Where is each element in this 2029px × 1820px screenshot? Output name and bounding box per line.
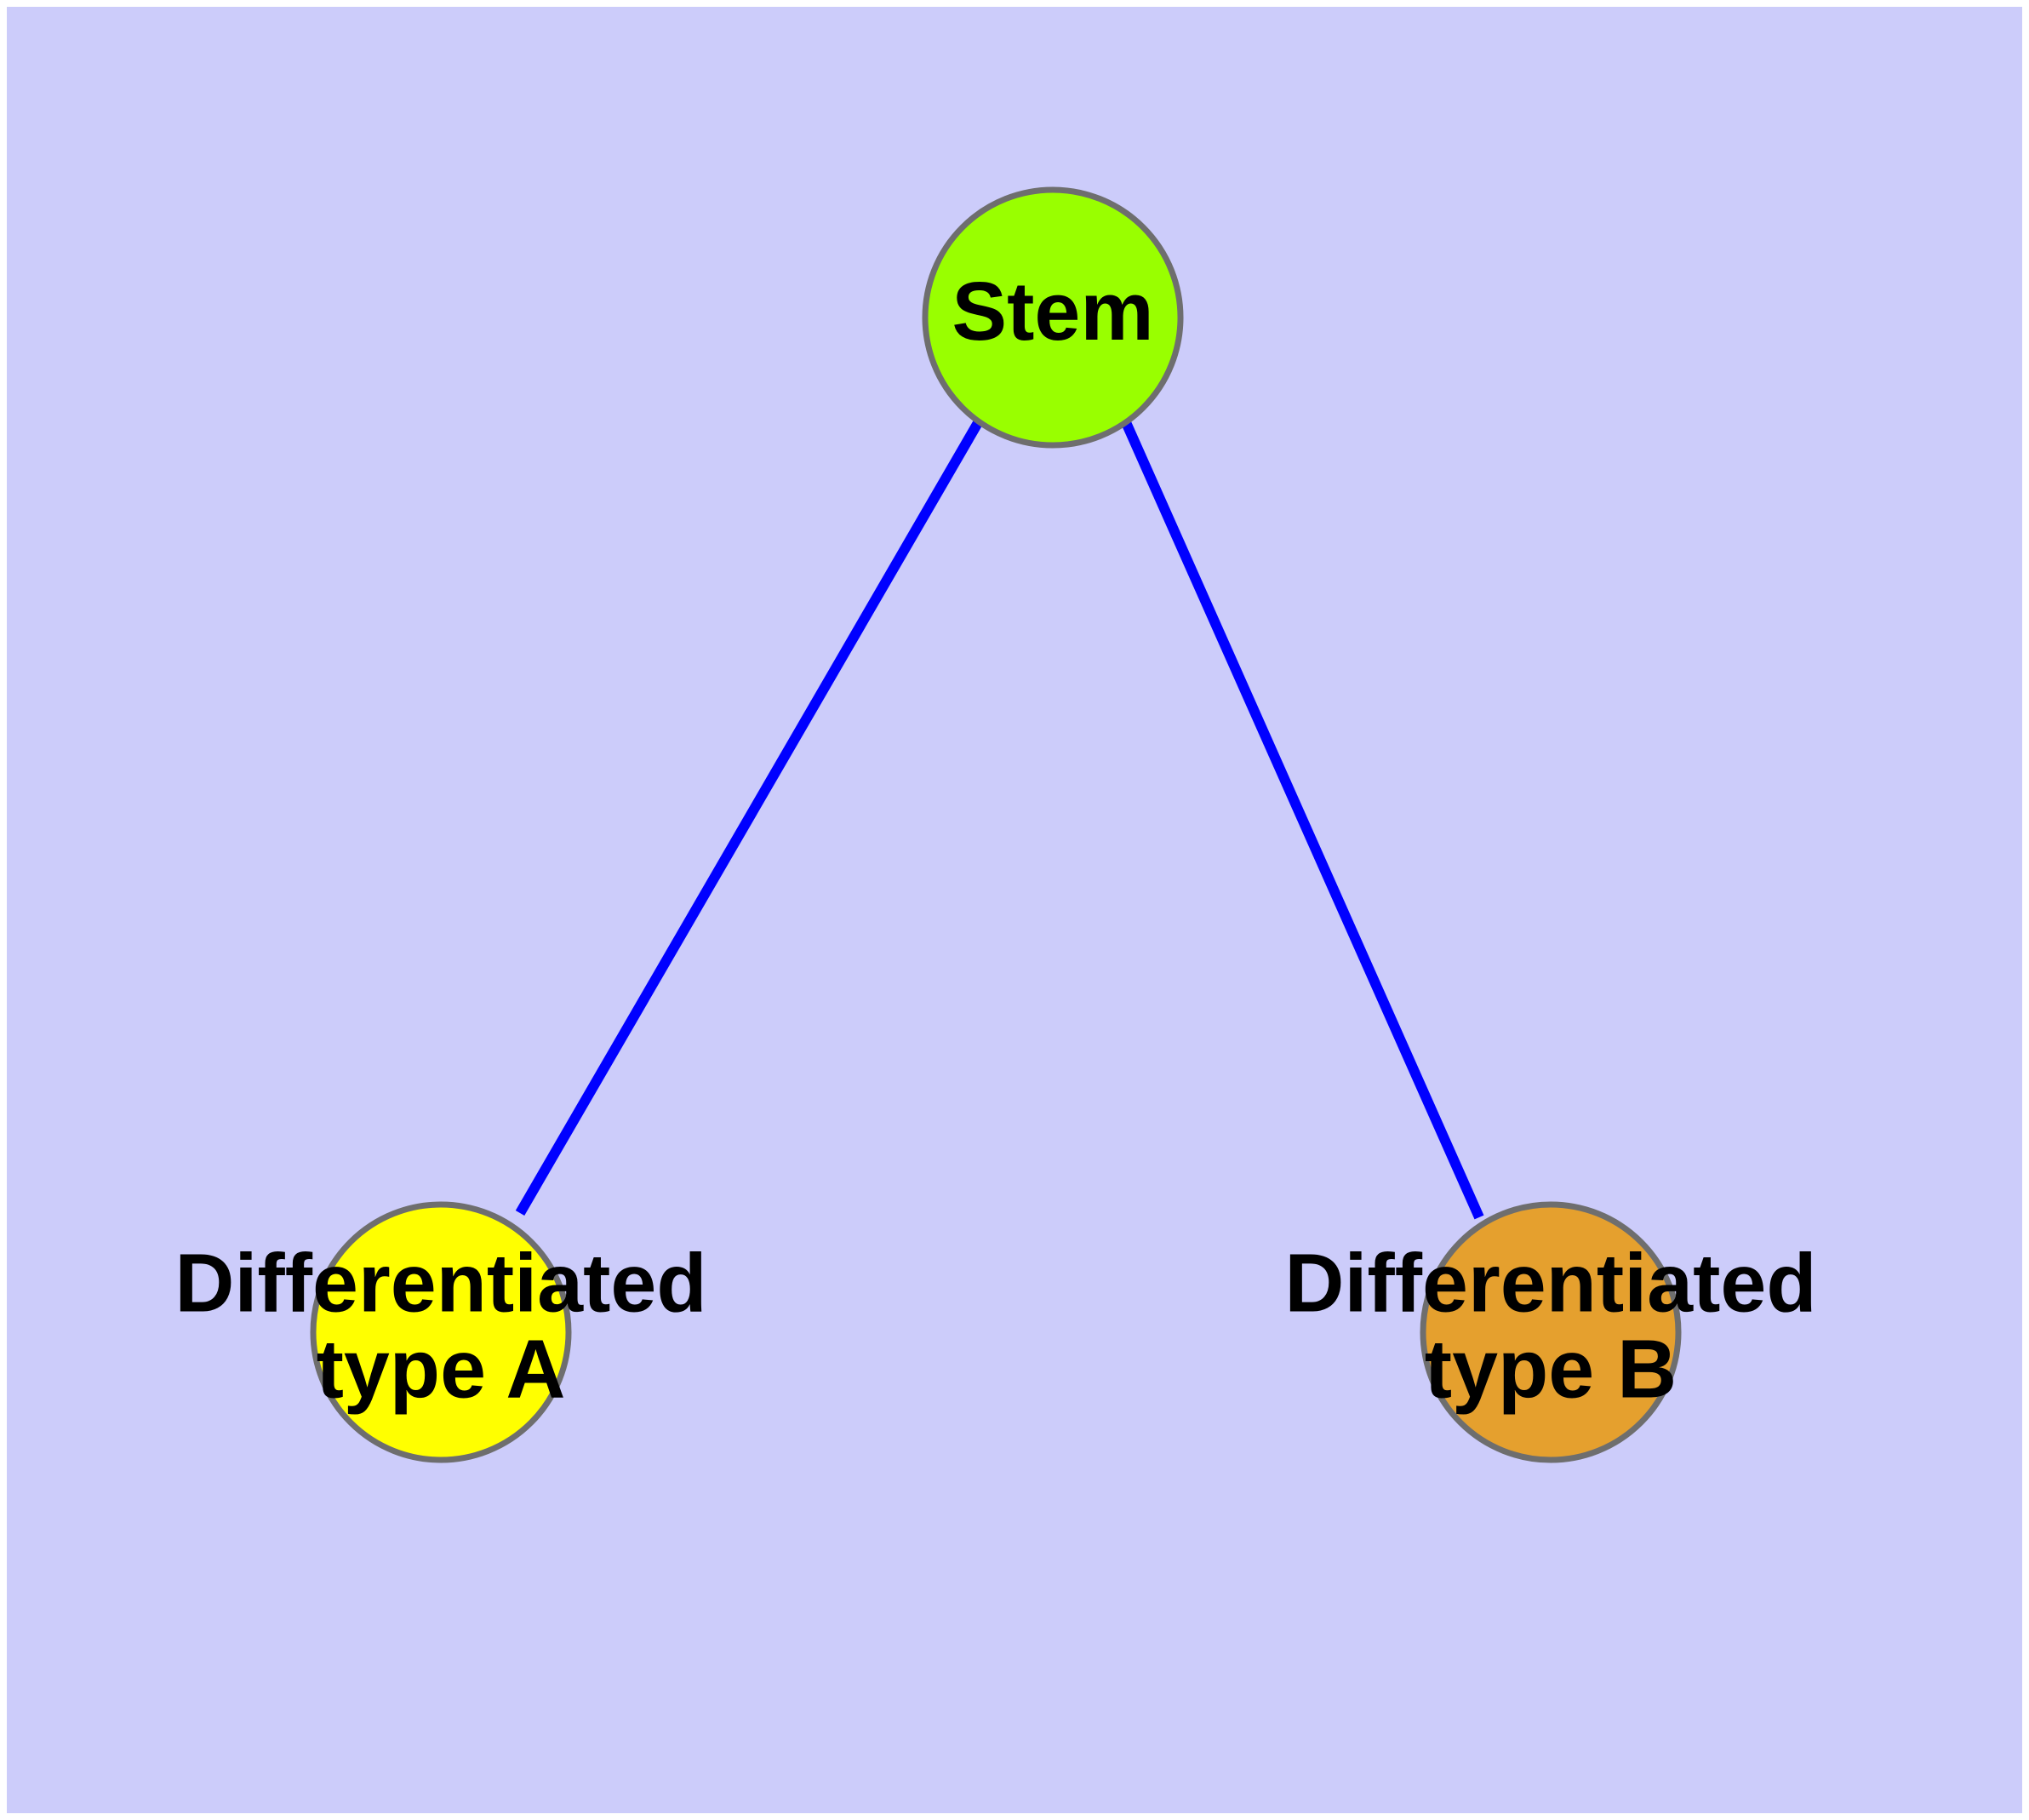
- node-stem[interactable]: [922, 186, 1184, 449]
- node-differentiated-type-b[interactable]: [1420, 1201, 1682, 1463]
- node-layer: [310, 186, 1682, 1463]
- edge-layer: [515, 418, 1484, 1220]
- node-label-stem: Stem: [952, 265, 1153, 358]
- node-differentiated-type-a[interactable]: [310, 1201, 572, 1463]
- edge-stem-to-differentiated-type-b[interactable]: [1120, 418, 1484, 1220]
- edge-stem-to-differentiated-type-a[interactable]: [515, 418, 984, 1216]
